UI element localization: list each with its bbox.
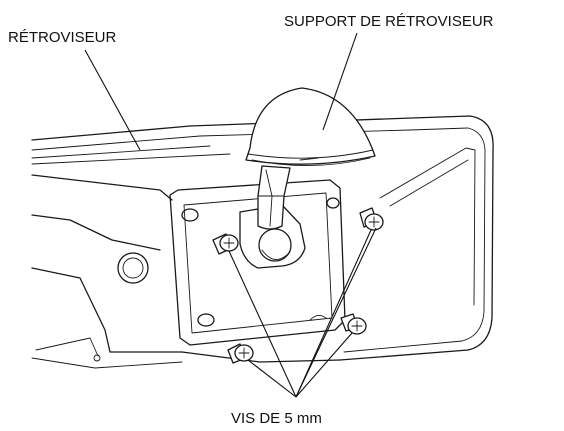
label-mirror-mount: SUPPORT DE RÉTROVISEUR bbox=[284, 13, 494, 30]
screw-bottom-left bbox=[227, 343, 254, 364]
screw-top-right bbox=[359, 207, 384, 231]
screw-top-left bbox=[212, 233, 239, 255]
leader-screws bbox=[228, 227, 377, 398]
label-screws: VIS DE 5 mm bbox=[231, 410, 322, 427]
label-mirror: RÉTROVISEUR bbox=[8, 29, 117, 46]
mirror-body bbox=[31, 115, 494, 369]
leader-mirror-mount bbox=[322, 32, 358, 131]
leader-mirror bbox=[84, 49, 141, 151]
screw-bottom-right bbox=[340, 313, 367, 335]
mirror-mount bbox=[245, 87, 376, 230]
